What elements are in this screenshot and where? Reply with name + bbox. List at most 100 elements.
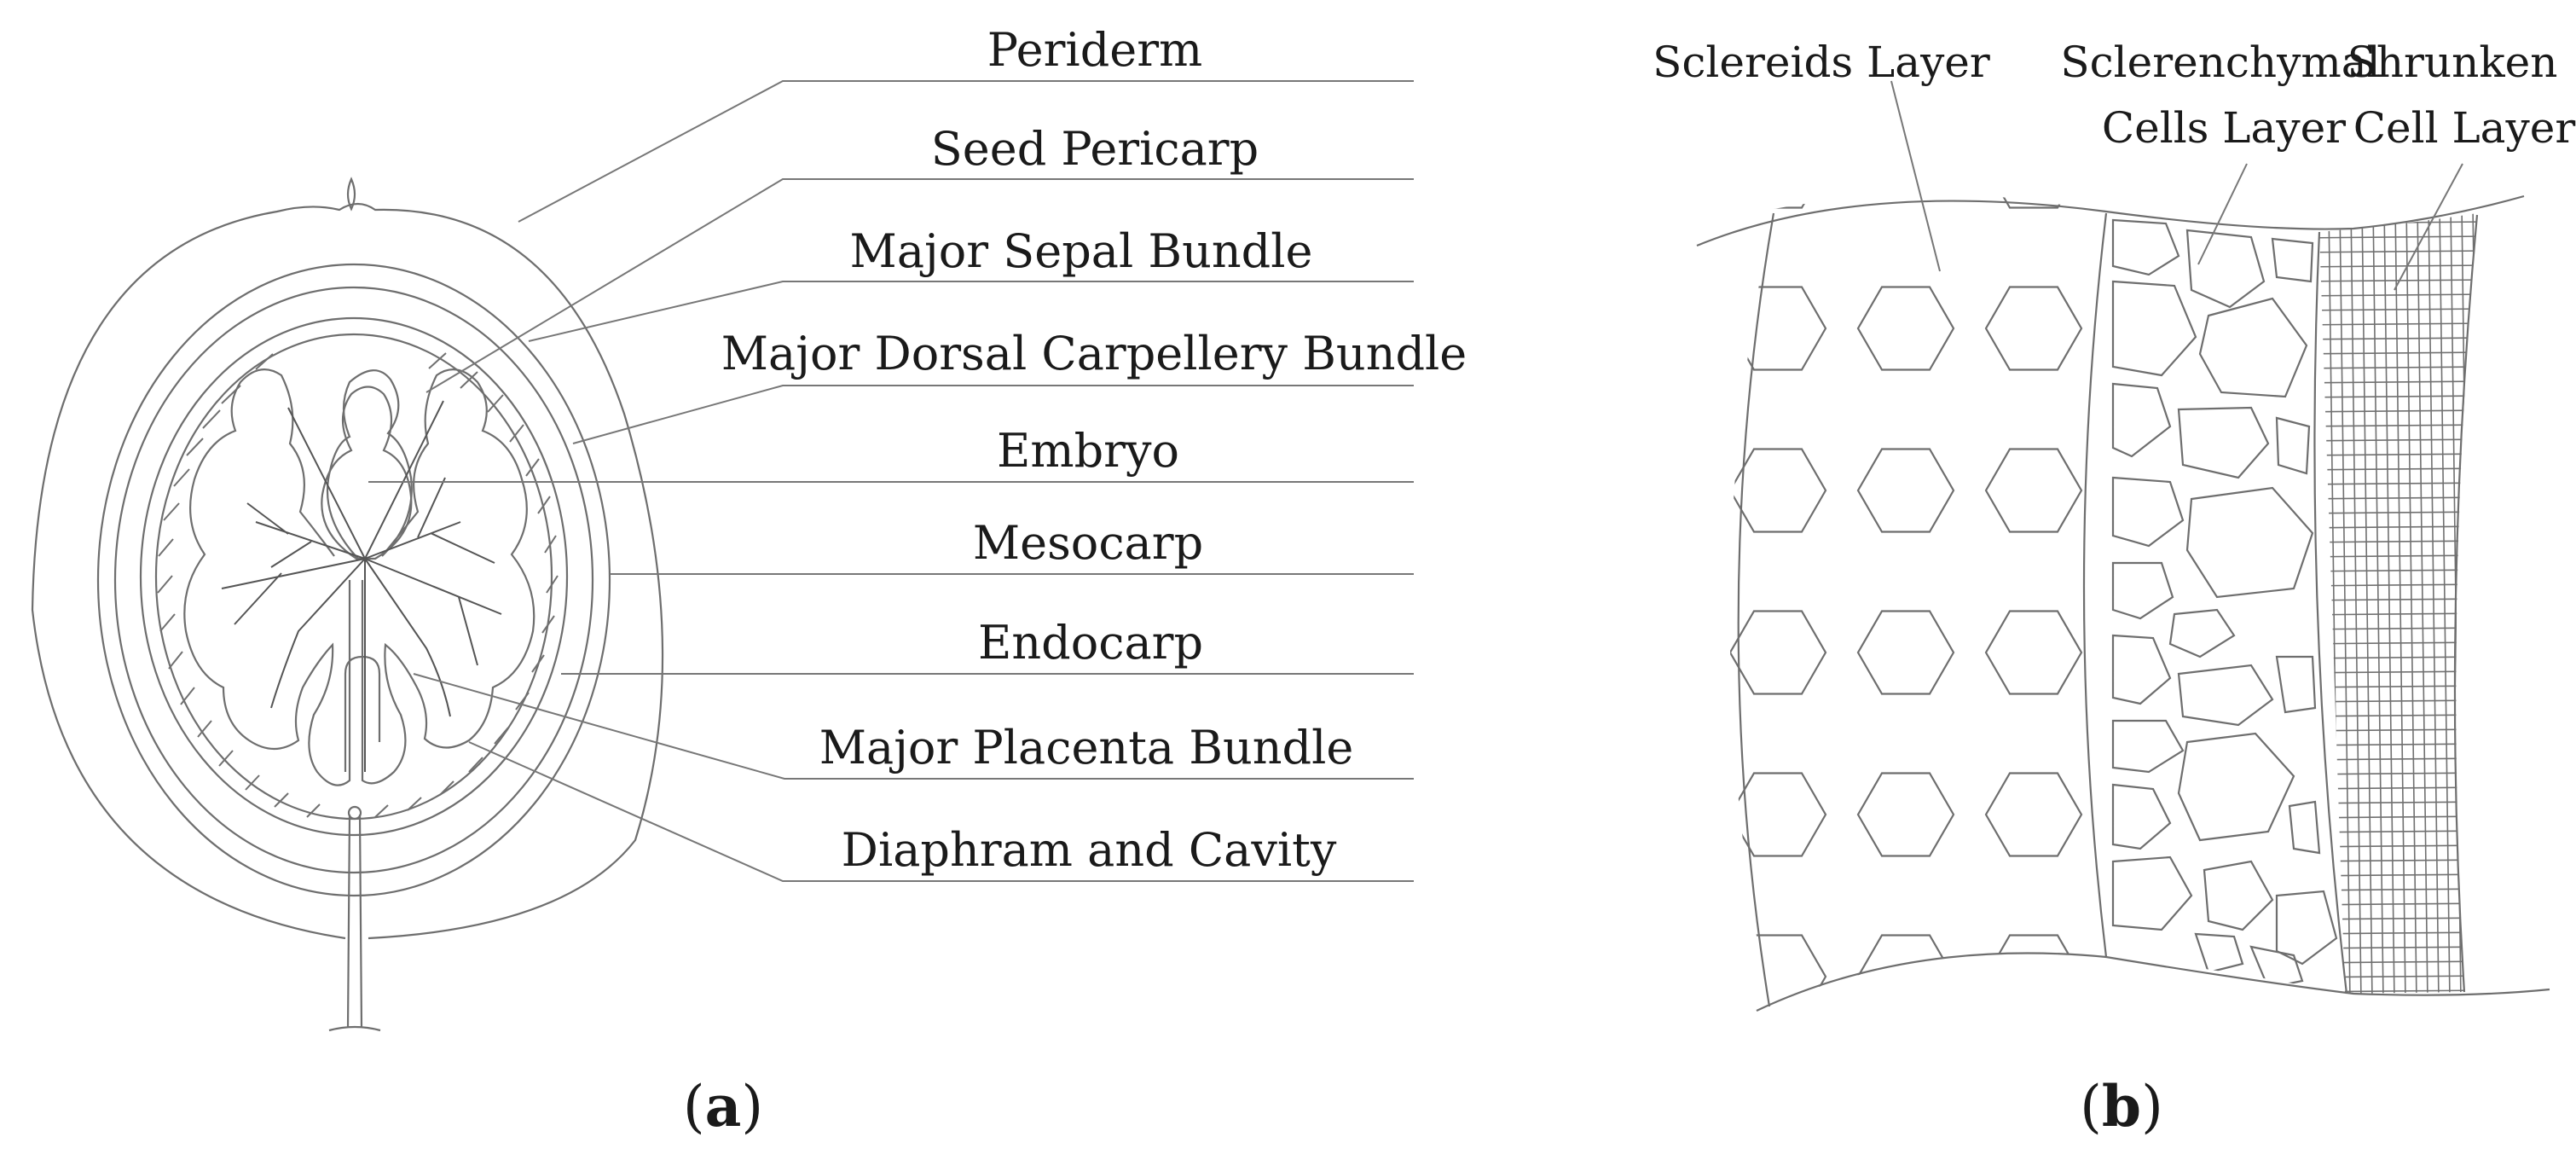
leader-dorsal-bundle [572, 385, 1414, 444]
sclereid-cell [1856, 610, 1955, 695]
sclereid-cell [1984, 286, 2083, 371]
shrunken-grid-line [2394, 213, 2406, 994]
shrunken-grid-line [2319, 380, 2477, 384]
shrunken-grid-line [2361, 213, 2373, 994]
shrunken-grid-line [2319, 656, 2477, 659]
panel-a-labels: Periderm Seed Pericarp Major Sepal Bundl… [721, 23, 1467, 877]
label-shrunken-line2: Cell Layer [2353, 103, 2576, 153]
leader-lines [368, 80, 1414, 882]
shrunken-grid-line [2319, 235, 2477, 239]
panel-b-leaders [1890, 80, 2463, 291]
shrunken-grid-line [2319, 351, 2477, 355]
stalk [328, 814, 381, 1032]
label-major-placenta-bundle: Major Placenta Bundle [819, 721, 1354, 774]
shrunken-grid-line [2319, 540, 2477, 543]
shrunken-grid-line [2319, 772, 2477, 775]
shrunken-grid-line [2319, 337, 2477, 340]
leader-placenta-bundle [413, 673, 1414, 780]
panel-b-labels: Sclereids Layer Sclerenchymal Cells Laye… [1653, 38, 2575, 153]
shrunken-grid-line [2319, 859, 2477, 862]
shrunken-grid-line [2319, 511, 2477, 514]
shrunken-grid-line [2372, 213, 2384, 994]
label-endocarp: Endocarp [978, 616, 1203, 670]
shrunken-grid-line [2319, 525, 2477, 529]
sclereid-cell [1984, 194, 2083, 209]
label-sclerenchymal-line2: Cells Layer [2102, 103, 2346, 153]
sclereids-right-edge [2082, 212, 2108, 958]
shrunken-grid-line [2319, 815, 2477, 819]
label-seed-pericarp: Seed Pericarp [931, 122, 1259, 176]
shrunken-grid-line [2319, 264, 2477, 268]
shrunken-grid-line [2319, 685, 2477, 688]
endocarp-hatching [157, 352, 559, 818]
shrunken-grid-line [2339, 213, 2351, 994]
base-junction [347, 805, 362, 821]
shrunken-grid-line [2383, 213, 2395, 994]
shrunken-grid-line [2319, 366, 2477, 369]
shrunken-grid-line [2319, 873, 2477, 877]
shrunken-grid-line [2319, 641, 2477, 645]
label-shrunken-line1: Shrunken [2347, 38, 2558, 87]
shrunken-grid-line [2319, 395, 2477, 398]
shrunken-grid-line [2319, 583, 2477, 587]
shrunken-grid-line [2319, 598, 2477, 601]
shrunken-grid-line [2319, 627, 2477, 630]
shrunken-grid-line [2417, 213, 2428, 994]
shrunken-grid-line [2405, 213, 2417, 994]
shrunken-grid-line [2319, 569, 2477, 572]
sclereids-left-edge [1737, 212, 1775, 1007]
shrunken-grid-line [2472, 213, 2477, 994]
label-mesocarp: Mesocarp [973, 516, 1203, 570]
sclereid-cell [1729, 934, 1827, 1005]
kernel-outline [183, 368, 535, 786]
label-embryo: Embryo [997, 424, 1179, 478]
sclereid-cell [1856, 448, 1955, 533]
sclereid-cell [1856, 934, 1955, 1005]
shrunken-grid-line [2319, 699, 2477, 703]
shrunken-grid-line [2319, 801, 2477, 804]
shrunken-grid-line [2319, 424, 2477, 427]
endocarp-outer [139, 316, 569, 837]
panel-b-shell-layers: Sclereids Layer Sclerenchymal Cells Laye… [1653, 38, 2575, 1140]
sclereids-hexagons [1729, 194, 2083, 1005]
sclereid-cell [1856, 772, 1955, 857]
shrunken-grid-line [2319, 438, 2477, 442]
label-sclerenchymal-line1: Sclerenchymal [2060, 38, 2380, 87]
shrunken-grid-line [2319, 322, 2477, 326]
caption-a: (a) [683, 1073, 763, 1140]
leader-sepal-bundle [528, 281, 1414, 342]
shrunken-grid-line [2319, 743, 2477, 746]
shrunken-grid-line [2319, 844, 2477, 848]
embryo [321, 386, 413, 560]
sclereid-cell [1984, 772, 2083, 857]
caption-b: (b) [2080, 1073, 2163, 1140]
shrunken-grid-line [2319, 757, 2477, 761]
shrunken-right-edge [2453, 214, 2479, 993]
shrunken-grid-line [2319, 612, 2477, 616]
mesocarp-ring-outer [96, 263, 611, 897]
sclereid-cell [1729, 194, 1827, 209]
mesocarp-ring-inner [113, 286, 594, 874]
shrunken-grid-line [2319, 830, 2477, 833]
label-major-sepal-bundle: Major Sepal Bundle [850, 224, 1313, 278]
shrunken-grid-line [2319, 250, 2477, 253]
sclereid-cell [1984, 448, 2083, 533]
kernel-veins [221, 400, 502, 772]
shrunken-grid-line [2319, 482, 2477, 485]
sclereid-cell [1856, 286, 1955, 371]
leader-periderm [518, 80, 1414, 223]
sclereid-cell [1729, 610, 1827, 695]
shrunken-grid-line [2319, 554, 2477, 558]
shrunken-cell-grid [2319, 213, 2477, 994]
shrunken-grid-line [2319, 293, 2477, 297]
shrunken-grid-line [2350, 213, 2362, 994]
sclereid-cell [1984, 610, 2083, 695]
panel-a-walnut-cross-section: Periderm Seed Pericarp Major Sepal Bundl… [31, 23, 1467, 1140]
shrunken-grid-line [2319, 888, 2477, 891]
sclereid-cell [1729, 286, 1827, 371]
shrunken-grid-line [2319, 670, 2477, 674]
periderm-outline [346, 177, 356, 212]
placenta-septum [344, 655, 381, 772]
leader-seed-pericarp [425, 178, 1414, 393]
